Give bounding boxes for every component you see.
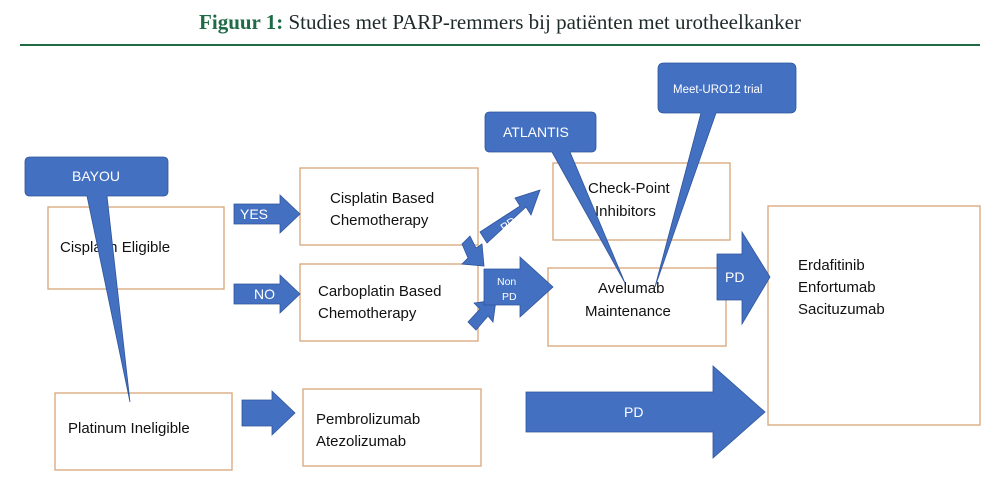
label-pembrolizumab-2: Atezolizumab	[316, 433, 406, 450]
label-final-2: Enfortumab	[798, 279, 876, 296]
callout-bayou	[24, 156, 169, 403]
figure-title: Figuur 1: Studies met PARP-remmers bij p…	[0, 10, 1000, 35]
label-carboplatin-chemo-2: Chemotherapy	[318, 305, 417, 322]
label-platinum-ineligible: Platinum Ineligible	[68, 420, 190, 437]
label-cisplatin-eligible: Cisplatin Eligible	[60, 239, 170, 256]
box-final-treatments	[767, 205, 981, 426]
callout-atlantis	[484, 111, 626, 284]
box-cisplatin-chemo	[299, 167, 479, 246]
arrow-pd-up	[479, 189, 541, 244]
arrow-non-pd	[483, 256, 554, 318]
label-pembrolizumab-1: Pembrolizumab	[316, 411, 420, 428]
arrow-up-small	[467, 299, 497, 331]
figure-title-text: Studies met PARP-remmers bij patiënten m…	[283, 10, 801, 34]
arrow-pd-bottom	[525, 365, 766, 459]
label-avelumab-2: Maintenance	[585, 303, 671, 320]
arrow-non-pd-label-2: PD	[502, 291, 517, 303]
box-carboplatin-chemo	[299, 263, 479, 342]
box-pembrolizumab	[302, 388, 482, 467]
label-avelumab-1: Avelumab	[598, 280, 664, 297]
arrow-pd-bottom-label: PD	[624, 404, 643, 420]
callout-bayou-label: BAYOU	[72, 168, 120, 184]
arrow-pd-right	[716, 230, 771, 326]
arrow-pd-right-label: PD	[725, 269, 744, 285]
arrow-pembrolizumab	[241, 390, 296, 436]
arrow-non-pd-label-1: Non	[497, 276, 516, 288]
figure-title-lead: Figuur 1:	[199, 10, 284, 34]
label-final-3: Sacituzumab	[798, 301, 885, 318]
arrow-yes-label: YES	[240, 206, 268, 222]
label-cisplatin-chemo-1: Cisplatin Based	[330, 190, 434, 207]
label-final-1: Erdafitinib	[798, 257, 865, 274]
callout-meet-uro12	[654, 62, 797, 288]
callout-atlantis-label: ATLANTIS	[503, 124, 569, 140]
arrow-yes	[233, 194, 301, 234]
arrow-down-small	[461, 235, 485, 267]
label-cisplatin-chemo-2: Chemotherapy	[330, 212, 429, 229]
label-checkpoint-1: Check-Point	[588, 180, 671, 197]
arrow-no-label: NO	[254, 286, 275, 302]
title-rule	[20, 44, 980, 46]
box-cisplatin-eligible	[47, 206, 225, 290]
label-carboplatin-chemo-1: Carboplatin Based	[318, 283, 441, 300]
label-checkpoint-2: Inhibitors	[595, 203, 656, 220]
callout-meet-uro12-label: Meet-URO12 trial	[673, 84, 762, 96]
box-avelumab	[547, 267, 727, 347]
box-platinum-ineligible	[54, 392, 233, 471]
arrow-no	[233, 274, 301, 314]
